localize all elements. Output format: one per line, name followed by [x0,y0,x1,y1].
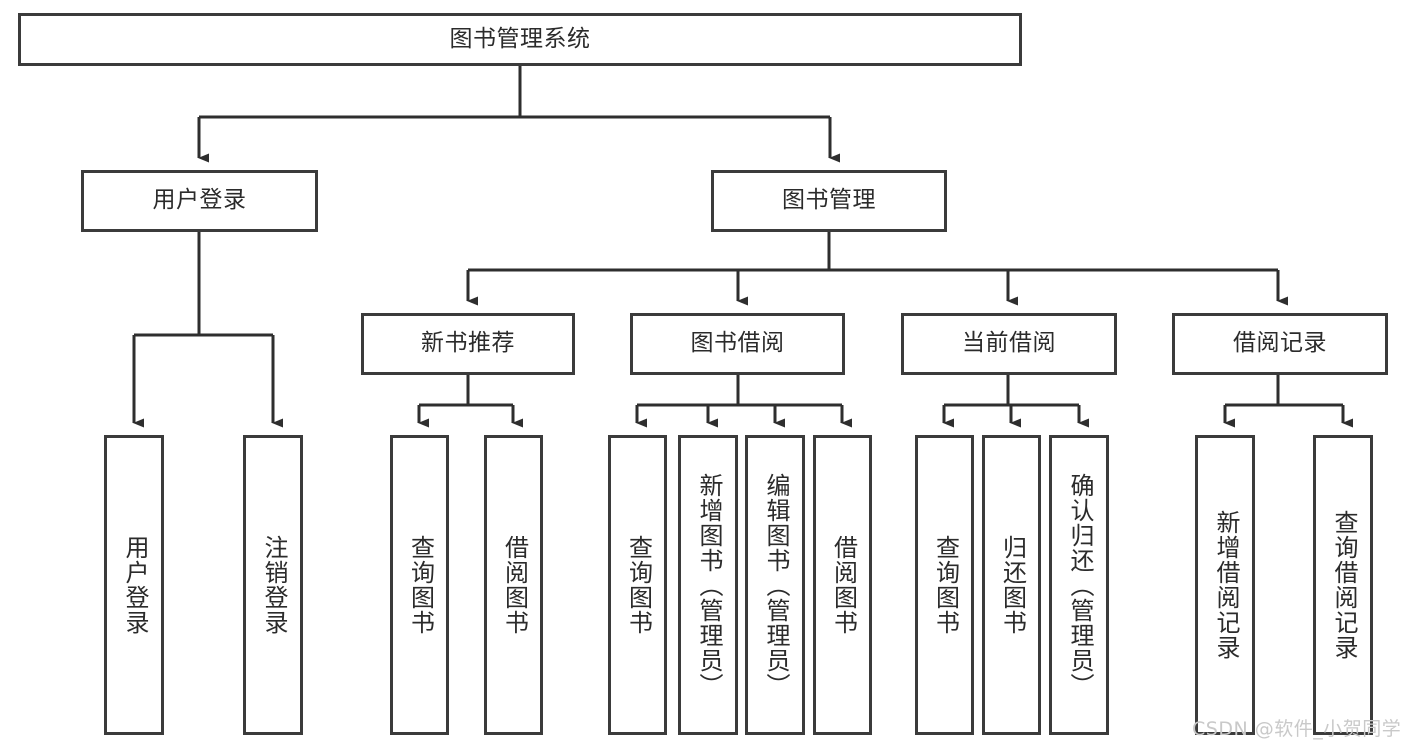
node-leaf-return-book-label: 归还图书 [998,535,1027,635]
node-leaf-confirm-return-label: 确认归还（管理员） [1065,472,1094,698]
node-leaf-edit-book-label: 编辑图书（管理员） [761,472,790,698]
node-leaf-user-logout-label: 注销登录 [259,535,288,635]
node-leaf-query-book-1-label: 查询图书 [406,535,435,635]
node-user-login[interactable]: 用户登录 [81,170,318,232]
node-leaf-borrow-book-1-label: 借阅图书 [500,535,529,635]
node-borrow-record-label: 借阅记录 [1233,330,1327,357]
node-leaf-user-login[interactable]: 用户登录 [104,435,164,735]
node-leaf-user-login-label: 用户登录 [120,535,149,635]
node-current-borrow[interactable]: 当前借阅 [901,313,1117,375]
node-root[interactable]: 图书管理系统 [18,13,1022,66]
node-leaf-add-borrow-record-label: 新增借阅记录 [1211,510,1240,660]
node-new-book-recommend-label: 新书推荐 [421,330,515,357]
node-leaf-query-borrow-record-label: 查询借阅记录 [1329,510,1358,660]
node-book-borrow-label: 图书借阅 [690,330,785,357]
node-leaf-query-book-3[interactable]: 查询图书 [915,435,974,735]
node-leaf-borrow-book-1[interactable]: 借阅图书 [484,435,543,735]
node-leaf-user-logout[interactable]: 注销登录 [243,435,303,735]
node-leaf-query-book-2[interactable]: 查询图书 [608,435,667,735]
node-book-manage-label: 图书管理 [782,187,876,214]
node-leaf-query-borrow-record[interactable]: 查询借阅记录 [1313,435,1373,735]
node-leaf-add-book[interactable]: 新增图书（管理员） [678,435,738,735]
node-leaf-query-book-3-label: 查询图书 [931,535,960,635]
node-borrow-record[interactable]: 借阅记录 [1172,313,1388,375]
node-leaf-confirm-return[interactable]: 确认归还（管理员） [1049,435,1109,735]
node-book-borrow[interactable]: 图书借阅 [630,313,845,375]
node-book-manage[interactable]: 图书管理 [711,170,947,232]
node-leaf-query-book-2-label: 查询图书 [624,535,653,635]
node-root-label: 图书管理系统 [449,25,591,52]
node-leaf-return-book[interactable]: 归还图书 [982,435,1041,735]
node-user-login-label: 用户登录 [152,187,247,214]
watermark-text: CSDN @软件_小贺同学 [1192,718,1402,740]
node-new-book-recommend[interactable]: 新书推荐 [361,313,575,375]
node-current-borrow-label: 当前借阅 [962,330,1056,357]
node-leaf-borrow-book-2[interactable]: 借阅图书 [813,435,872,735]
node-leaf-add-book-label: 新增图书（管理员） [694,472,723,698]
node-leaf-query-book-1[interactable]: 查询图书 [390,435,449,735]
node-leaf-edit-book[interactable]: 编辑图书（管理员） [745,435,805,735]
node-leaf-borrow-book-2-label: 借阅图书 [829,535,858,635]
node-leaf-add-borrow-record[interactable]: 新增借阅记录 [1195,435,1255,735]
